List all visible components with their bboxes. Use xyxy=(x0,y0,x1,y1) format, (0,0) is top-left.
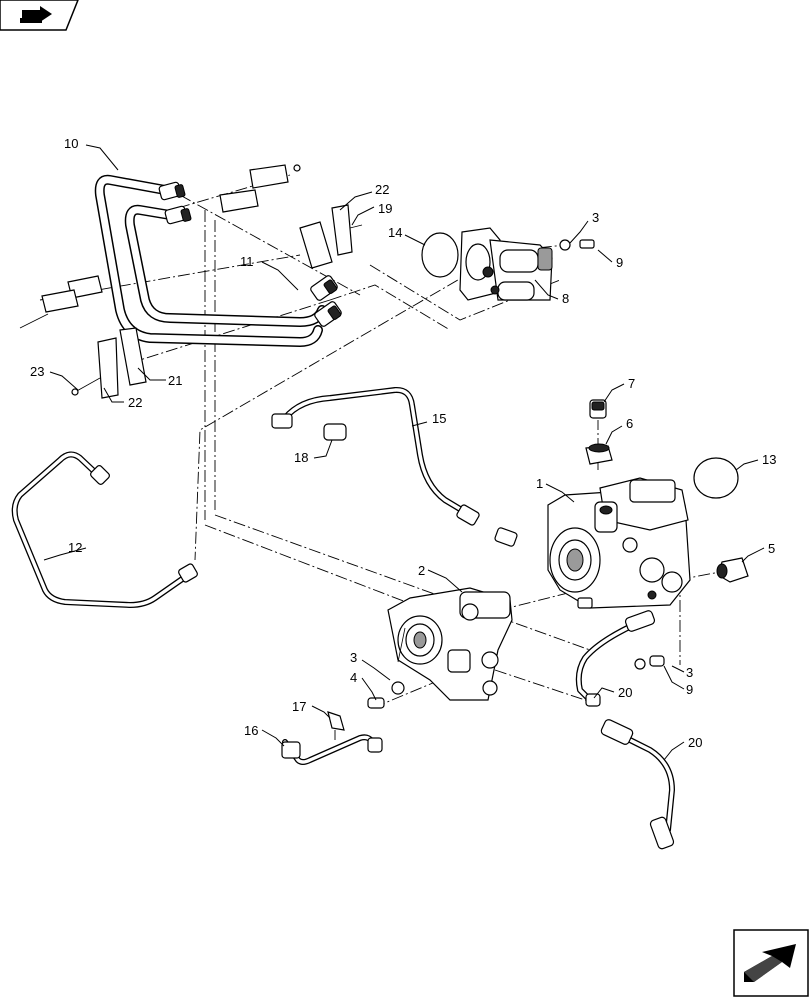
hydraulic-pipe-10 xyxy=(94,174,327,347)
callout-6: 6 xyxy=(626,416,633,431)
tube-12 xyxy=(11,451,198,608)
callout-1: 1 xyxy=(536,476,543,491)
bolts-and-washers xyxy=(367,655,665,709)
callout-3-top: 3 xyxy=(592,210,599,225)
tube-15 xyxy=(271,386,518,547)
callout-15: 15 xyxy=(432,411,446,426)
callout-16: 16 xyxy=(244,723,258,738)
callout-3-right: 3 xyxy=(686,665,693,680)
callout-19: 19 xyxy=(378,201,392,216)
callout-14: 14 xyxy=(388,225,402,240)
callout-9-right: 9 xyxy=(686,682,693,697)
callout-8: 8 xyxy=(562,291,569,306)
main-pump-1 xyxy=(547,457,739,609)
pipe-clamps xyxy=(19,164,363,399)
callout-13: 13 xyxy=(762,452,776,467)
callout-3-left: 3 xyxy=(350,650,357,665)
callout-11: 11 xyxy=(240,254,254,269)
callout-12: 12 xyxy=(68,540,82,555)
callout-21: 21 xyxy=(168,373,182,388)
tube-16 xyxy=(281,711,383,765)
next-page-arrow-icon[interactable] xyxy=(733,929,809,997)
book-arrow-icon[interactable] xyxy=(0,0,79,31)
hose-20-lower xyxy=(600,719,675,850)
charge-pump-8 xyxy=(421,227,595,301)
fittings-5-6-7 xyxy=(585,399,749,583)
callout-2: 2 xyxy=(418,563,425,578)
pipe-11-fittings xyxy=(310,275,342,327)
callout-5: 5 xyxy=(768,541,775,556)
callout-22-upper: 22 xyxy=(375,182,389,197)
callout-17: 17 xyxy=(292,699,306,714)
assembly-center-lines xyxy=(39,174,731,740)
callout-10: 10 xyxy=(64,136,78,151)
callout-22-lower: 22 xyxy=(128,395,142,410)
callout-20-lower: 20 xyxy=(688,735,702,750)
callout-labels: 10 22 19 14 3 9 11 8 23 21 22 7 15 6 13 … xyxy=(30,136,776,750)
callout-7: 7 xyxy=(628,376,635,391)
callout-leaders xyxy=(43,144,765,761)
callout-9-top: 9 xyxy=(616,255,623,270)
callout-23: 23 xyxy=(30,364,44,379)
callout-4: 4 xyxy=(350,670,357,685)
callout-18: 18 xyxy=(294,450,308,465)
hose-20-upper xyxy=(575,610,656,707)
callout-20-upper: 20 xyxy=(618,685,632,700)
valve-block-2 xyxy=(387,587,513,701)
